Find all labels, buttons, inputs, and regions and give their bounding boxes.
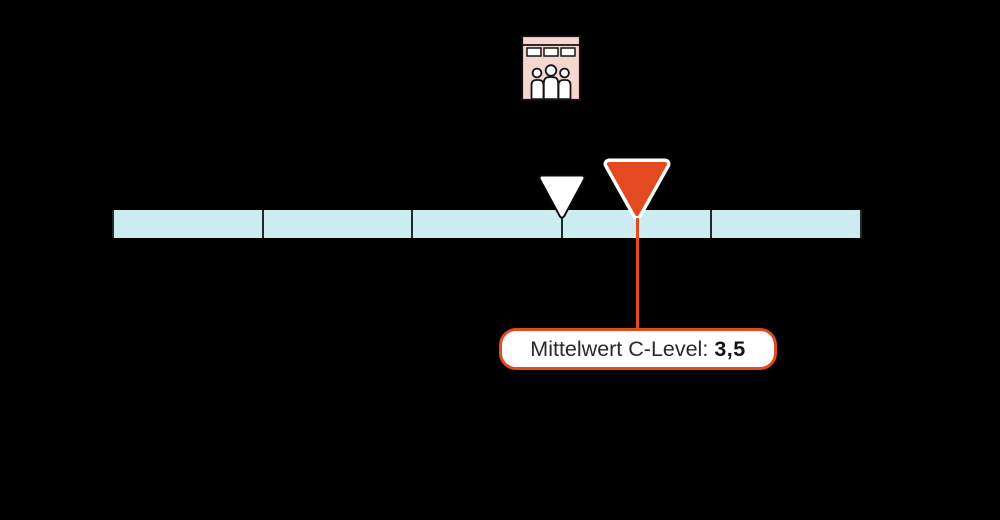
secondary-mean-marker-icon bbox=[538, 174, 586, 219]
callout-label: Mittelwert C-Level: bbox=[530, 336, 709, 361]
scale-bar bbox=[112, 210, 862, 238]
building-windows bbox=[526, 47, 576, 57]
company-people-icon bbox=[521, 35, 581, 101]
scale-segment bbox=[712, 210, 860, 238]
scale-segment bbox=[413, 210, 563, 238]
scale-segment bbox=[114, 210, 264, 238]
mean-c-level-marker-icon bbox=[603, 158, 671, 220]
mean-callout: Mittelwert C-Level: 3,5 bbox=[499, 328, 777, 370]
scale-segment bbox=[263, 210, 414, 238]
callout-connector-line bbox=[635, 218, 639, 330]
callout-value: 3,5 bbox=[714, 336, 746, 361]
people-group-icon bbox=[530, 64, 572, 101]
